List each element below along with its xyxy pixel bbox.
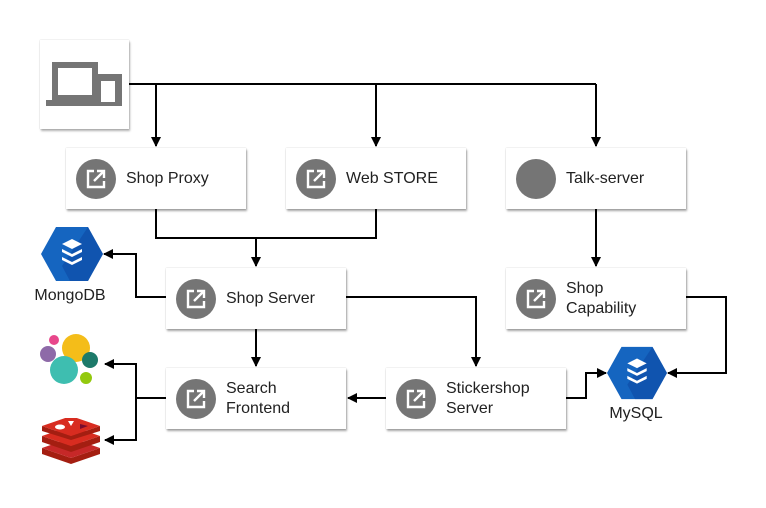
arrow-to-redis — [104, 398, 137, 445]
arrow-shop-server-to-stickershop — [346, 296, 481, 367]
launch-icon — [76, 158, 116, 199]
node-shop-capability[interactable]: Shop Capability — [506, 268, 686, 329]
mongodb-label: MongoDB — [34, 287, 106, 304]
arrow-capability-to-mysql — [667, 296, 727, 378]
launch-icon — [176, 378, 216, 419]
node-label: Search Frontend — [226, 379, 291, 417]
node-label: Web STORE — [346, 169, 438, 187]
elasticsearch-icon — [40, 334, 98, 384]
node-label: Stickershop Server — [446, 379, 530, 417]
node-shop-proxy[interactable]: Shop Proxy — [66, 148, 246, 209]
launch-icon — [396, 378, 436, 419]
devices-icon — [46, 62, 122, 106]
launch-icon — [176, 278, 216, 319]
node-search-frontend[interactable]: Search Frontend — [166, 368, 346, 429]
line-proxies-merge — [155, 209, 377, 239]
arrow-shop-server-to-mongodb — [103, 249, 166, 298]
plain-circle-icon — [516, 158, 556, 199]
launch-icon — [516, 278, 556, 319]
mysql-label: MySQL — [609, 405, 663, 422]
redis-icon — [42, 418, 100, 464]
node-label: Shop Proxy — [126, 169, 209, 187]
node-label: Talk-server — [566, 169, 645, 187]
mongodb-database-icon — [41, 227, 103, 281]
node-stickershop-server[interactable]: Stickershop Server — [386, 368, 566, 429]
node-label: Shop Server — [226, 289, 315, 307]
node-shop-server[interactable]: Shop Server — [166, 268, 346, 329]
launch-icon — [296, 158, 336, 199]
mysql-database-icon — [606, 346, 668, 400]
arrow-stickershop-to-mysql — [566, 368, 607, 399]
node-label: Shop Capability — [566, 279, 637, 317]
client-devices — [40, 40, 129, 129]
node-web-store[interactable]: Web STORE — [286, 148, 466, 209]
node-talk-server[interactable]: Talk-server — [506, 148, 686, 209]
arrow-to-elasticsearch — [104, 359, 137, 398]
